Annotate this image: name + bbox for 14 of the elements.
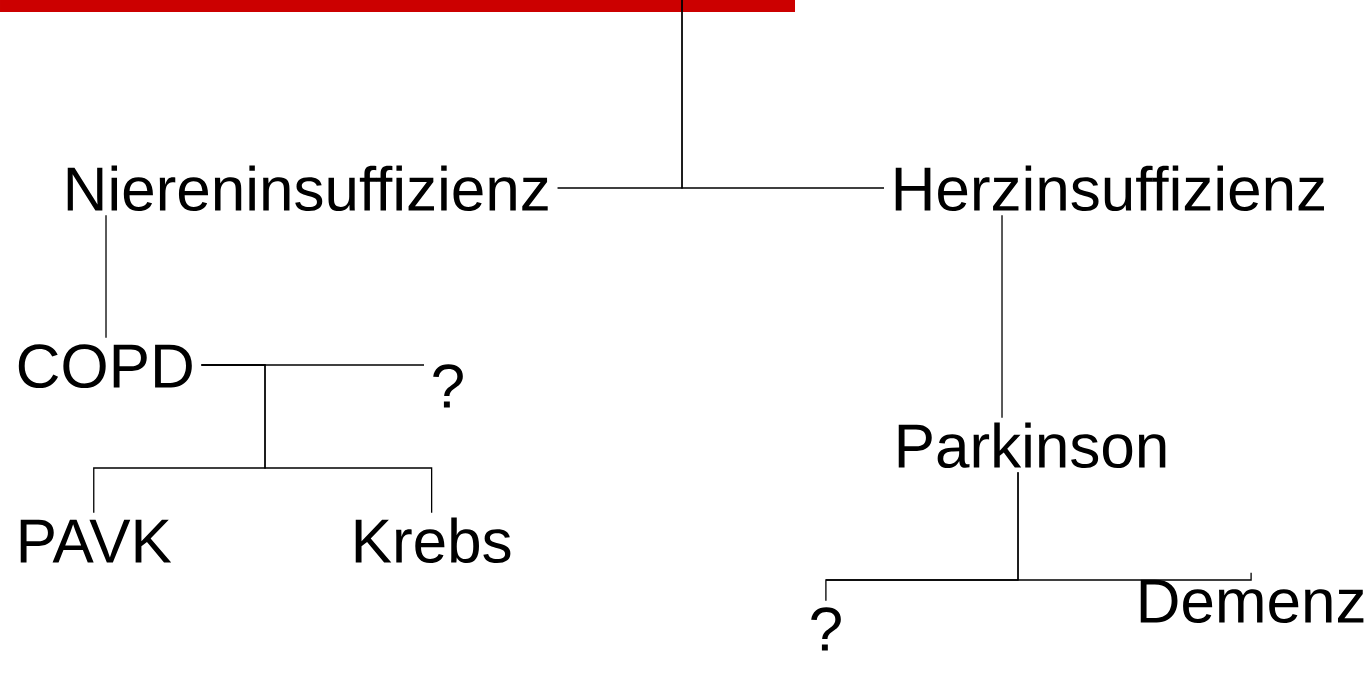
- node-label: COPD: [18, 344, 192, 389]
- connector-line: [825, 471, 1252, 581]
- connector-line: [681, 0, 885, 189]
- node-label: ?: [811, 607, 841, 651]
- connector-line: [105, 214, 107, 339]
- connector-line: [200, 364, 433, 514]
- connector-line: [1001, 214, 1003, 419]
- node-label: Niereninsuffizienz: [67, 165, 548, 212]
- node-label: PAVK: [20, 519, 172, 563]
- node-label: Herzinsuffizienz: [895, 165, 1324, 212]
- node-label: Parkinson: [898, 422, 1166, 469]
- node-label: ?: [433, 364, 463, 408]
- node-label: Demenz: [1140, 579, 1364, 624]
- node-label: Krebs: [355, 517, 511, 564]
